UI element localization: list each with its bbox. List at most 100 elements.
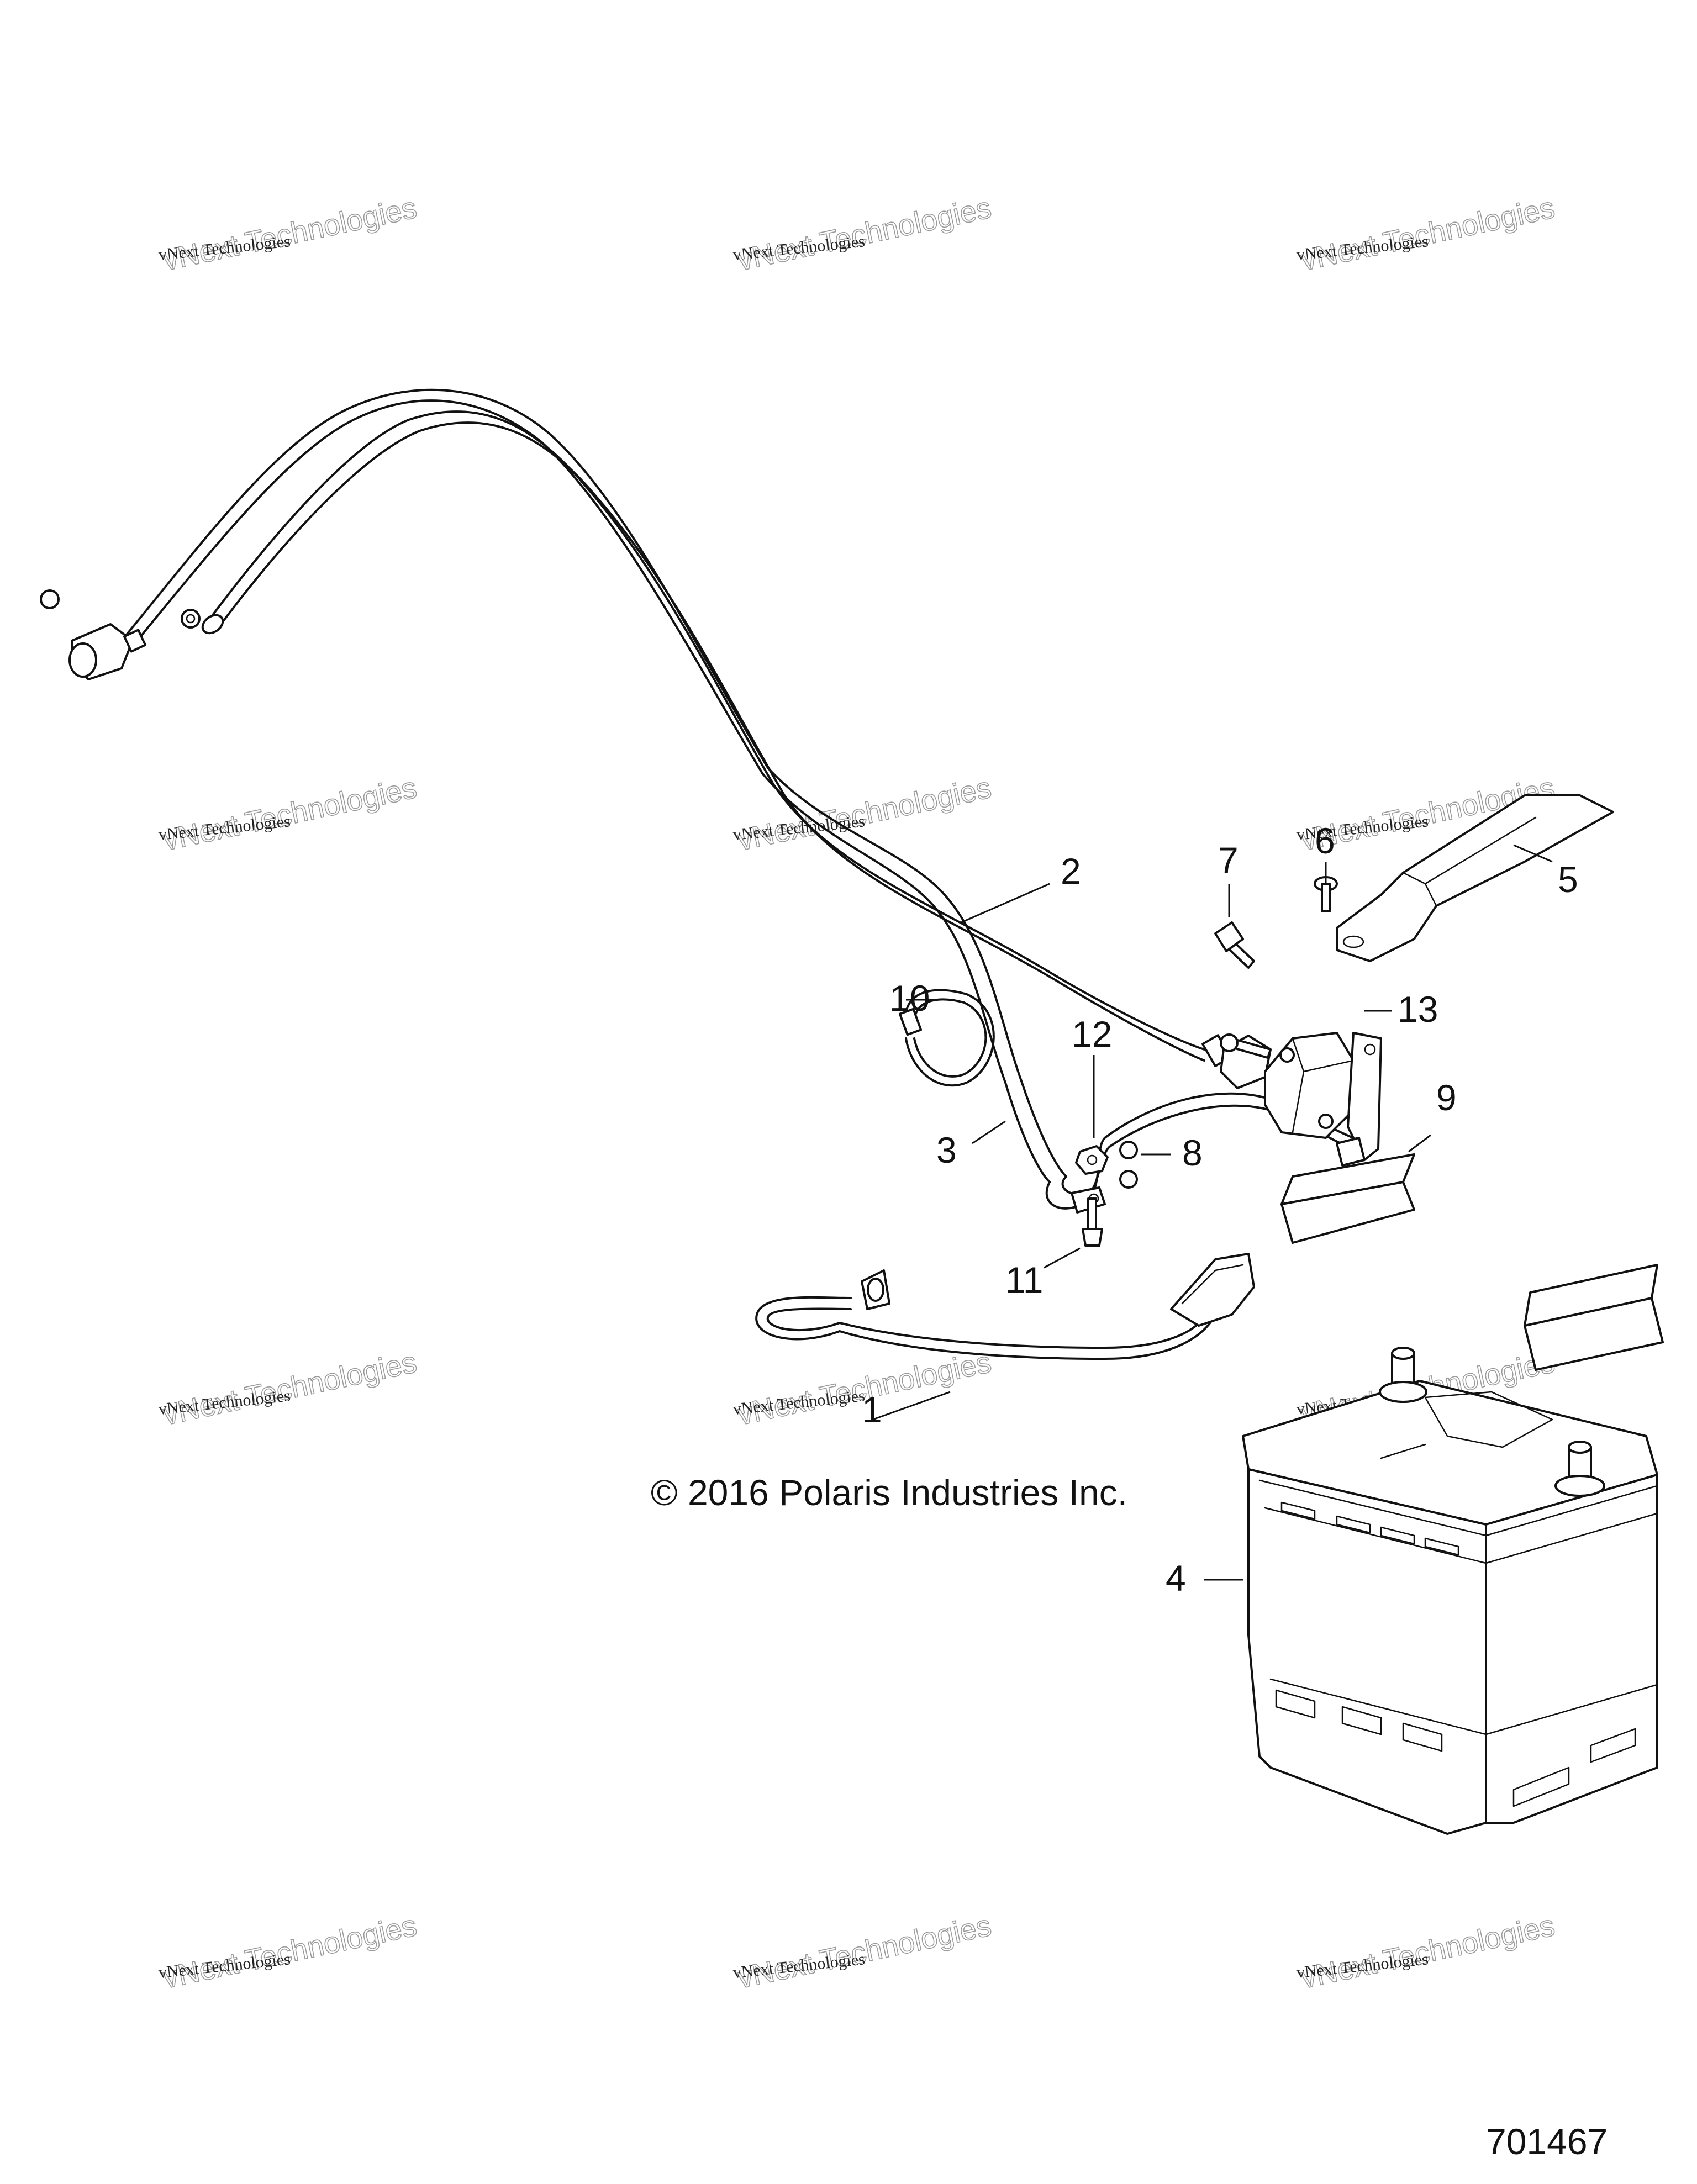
cable-3-inner [120, 388, 1067, 1178]
ring-terminal-left2 [201, 614, 224, 635]
watermark: vNext Technologies vNext Technologies [157, 1345, 420, 1432]
figure-number: 701467 [1486, 2121, 1608, 2162]
cable-strap [898, 989, 995, 1087]
cable-1-ring-hole [867, 1278, 884, 1302]
callout-3: 3 [936, 1130, 957, 1170]
watermark: vNext Technologies vNext Technologies [157, 771, 420, 857]
battery-base-foot [1402, 1722, 1443, 1752]
solenoid-body-detail [1292, 1037, 1355, 1133]
cable-strap-loop-inner [913, 998, 987, 1078]
watermark-large-text: vNext Technologies [735, 191, 994, 277]
battery-vent [1280, 1501, 1316, 1520]
battery-post-positive-base [1379, 1381, 1427, 1403]
solenoid-stud [1279, 1047, 1295, 1063]
cable-strap-loop [904, 989, 995, 1087]
leader-3 [972, 1120, 1006, 1144]
bracket-5-body [1336, 794, 1614, 962]
bracket-5-hole [1342, 935, 1364, 948]
watermark-large-text: vNext Technologies [1298, 191, 1558, 277]
cable-1-boot [1170, 1253, 1255, 1327]
watermark: vNext Technologies vNext Technologies [157, 1908, 420, 1995]
watermark-large-text: vNext Technologies [1298, 1909, 1558, 1995]
battery-base-foot [1590, 1728, 1636, 1763]
battery-vent [1380, 1526, 1415, 1545]
cable-1 [755, 1253, 1255, 1360]
leader-11 [1044, 1247, 1081, 1269]
stud-11-base [1082, 1228, 1103, 1247]
battery-lid-line [1258, 1479, 1658, 1537]
leader-2 [961, 883, 1050, 924]
cable-1-outer [755, 1296, 1216, 1360]
screw-6 [1314, 876, 1338, 912]
watermark: vNext Technologies vNext Technologies [1295, 1908, 1558, 1995]
nut-8 [1119, 1141, 1138, 1189]
watermark-large-text: vNext Technologies [160, 1909, 420, 1995]
callout-2: 2 [1061, 851, 1081, 891]
pad-9-top [1280, 1153, 1415, 1205]
callout-13: 13 [1398, 989, 1438, 1030]
solenoid-body [1264, 1032, 1360, 1139]
battery-base-foot [1512, 1766, 1570, 1807]
callout-1: 1 [862, 1389, 882, 1430]
battery-base-foot [1275, 1689, 1316, 1719]
screw-6-shank [1321, 883, 1331, 912]
stud-11 [1082, 1197, 1103, 1247]
battery-vent [1336, 1515, 1371, 1534]
bolt-13-head [1220, 1033, 1239, 1052]
battery-post-negative-top [1568, 1441, 1592, 1454]
callout-5: 5 [1558, 859, 1578, 900]
bracket-5 [1336, 794, 1614, 962]
ring-terminal-left-hole [186, 614, 196, 624]
watermark-large-text: vNext Technologies [160, 1346, 420, 1432]
nut-12-body [1075, 1145, 1109, 1175]
boot-ferrule [123, 629, 147, 653]
battery-lid-step [1264, 1507, 1658, 1564]
cable-1-boot-detail [1181, 1264, 1244, 1305]
watermark-large-text: vNext Technologies [160, 771, 420, 857]
callout-8: 8 [1182, 1132, 1203, 1173]
callout-10: 10 [889, 978, 930, 1019]
cable-strap-head [898, 1007, 923, 1036]
battery [1242, 1347, 1658, 1835]
leader-1 [872, 1391, 951, 1421]
terminal-boot-end [68, 642, 97, 678]
battery-post-positive-top [1391, 1347, 1415, 1360]
pad-9b [1524, 1264, 1664, 1371]
callout-11: 11 [1005, 1259, 1044, 1300]
ring-terminal-left [181, 609, 201, 629]
battery-hold-down [1424, 1391, 1553, 1448]
copyright-notice: © 2016 Polaris Industries Inc. [651, 1472, 1127, 1513]
cable-2-inner [220, 421, 1205, 1062]
cable-3 [131, 399, 1051, 1183]
callout-9: 9 [1436, 1077, 1457, 1118]
solenoid-bracket-hole [1364, 1043, 1376, 1056]
pad-9 [1280, 1153, 1415, 1244]
nut-8-upper [1119, 1141, 1138, 1159]
watermark: vNext Technologies vNext Technologies [157, 191, 420, 277]
left-terminals [40, 589, 224, 680]
leader-5 [1513, 844, 1553, 863]
callout-4: 4 [1166, 1558, 1186, 1599]
watermark: vNext Technologies vNext Technologies [732, 1908, 994, 1995]
solenoid-stud [1318, 1114, 1334, 1129]
cable-2 [209, 410, 1205, 1051]
watermark-large-text: vNext Technologies [160, 191, 420, 277]
callout-12: 12 [1072, 1014, 1112, 1054]
nut-12-hole [1087, 1154, 1098, 1165]
nut-8-lower [1119, 1170, 1138, 1189]
battery-right [1485, 1474, 1658, 1824]
callouts: 1 2 3 4 5 6 7 8 9 10 11 12 13 [862, 820, 1578, 1599]
solenoid-clip [1336, 1137, 1366, 1167]
watermark-large-text: vNext Technologies [735, 1909, 994, 1995]
watermark: vNext Technologies vNext Technologies [732, 191, 994, 277]
solenoid-bracket [1347, 1032, 1382, 1161]
leader-lines [872, 844, 1553, 1581]
solenoid [1220, 1032, 1382, 1167]
battery-vent [1424, 1537, 1459, 1556]
callout-6: 6 [1315, 820, 1335, 861]
cable-1-inner [766, 1307, 1208, 1349]
pad-9b-top [1524, 1264, 1658, 1327]
bolt-7 [1214, 921, 1255, 969]
